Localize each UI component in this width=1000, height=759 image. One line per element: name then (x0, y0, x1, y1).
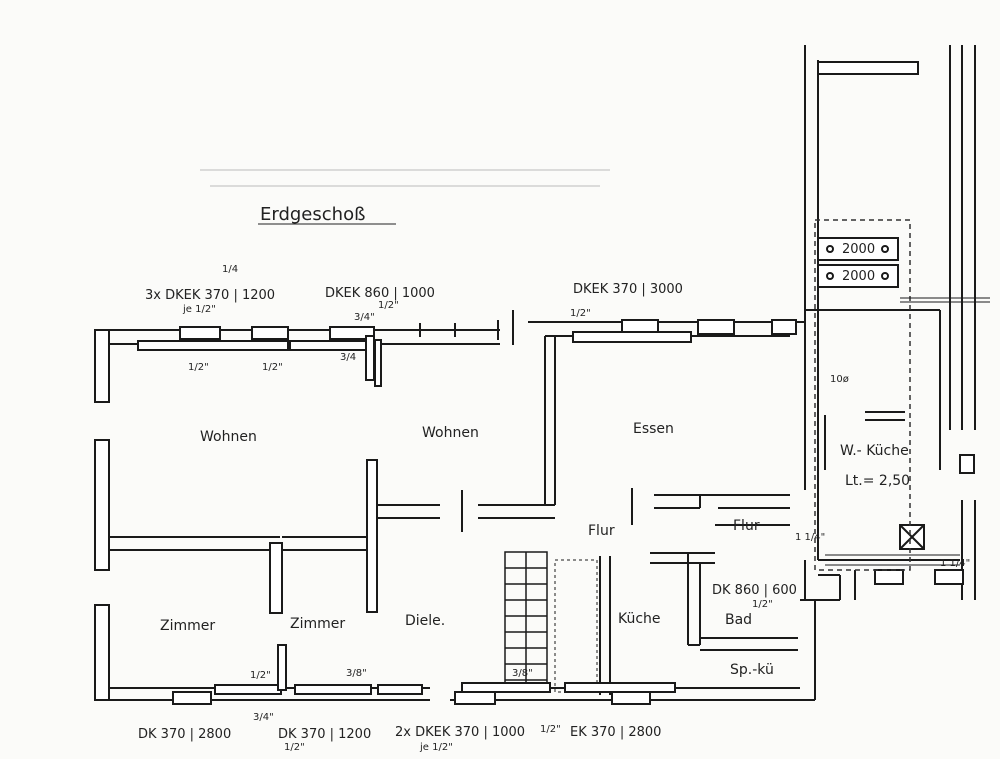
room-label-essen: Essen (633, 421, 674, 437)
radiator-label-bottom-4: EK 370 | 2800 (570, 725, 661, 740)
kitchen-zone-outline (814, 219, 911, 571)
scan-noise (200, 169, 610, 187)
note-je-a: je 1/2" (182, 304, 216, 315)
wall-south (95, 644, 815, 705)
radiator-label-top-left: 3x DKEK 370 | 1200 (145, 288, 275, 303)
room-label-w-kueche: W.- Küche (840, 443, 909, 459)
note-threeq-2: 3/4 (340, 352, 356, 363)
radiator-label-bottom-2: DK 370 | 1200 (278, 727, 371, 742)
note-threeq-4: 1 1/4" (795, 532, 825, 543)
note-je-b: je 1/2" (419, 742, 453, 753)
note-three8-1: 3/8" (346, 668, 367, 679)
wall-west (94, 329, 110, 701)
tank-label-b: 2000 (842, 269, 875, 284)
radiator-label-bottom-1: DK 370 | 2800 (138, 727, 231, 742)
radiators-north (137, 335, 382, 387)
note-top-mark: 1/4 (222, 264, 238, 275)
wall-east-block (800, 45, 976, 700)
radiator-label-bottom-3: 2x DKEK 370 | 1000 (395, 725, 525, 740)
radiator-label-top-right: DKEK 370 | 3000 (573, 282, 683, 297)
ceiling-height-label: Lt.= 2,50 (845, 473, 910, 489)
pipes (825, 297, 990, 566)
note-half-7: 1/2" (540, 724, 561, 735)
note-threeq-3: 3/4" (253, 712, 274, 723)
room-label-kueche: Küche (618, 611, 661, 627)
radiator-label-bad: DK 860 | 600 (712, 583, 797, 598)
note-half-5: 1/2" (250, 670, 271, 681)
note-half-1: 1/2" (188, 362, 209, 373)
tanks (817, 237, 899, 288)
interior-walls (109, 336, 798, 695)
room-label-zimmer-2: Zimmer (290, 616, 345, 632)
wall-north-essen (512, 310, 805, 345)
note-half-3: 1/2" (378, 300, 399, 311)
room-label-diele: Diele. (405, 613, 445, 629)
radiator-label-top-mid: DKEK 860 | 1000 (325, 286, 435, 301)
room-label-bad: Bad (725, 612, 752, 628)
note-boiler-mark: 10ø (830, 374, 849, 385)
room-label-speisekammer: Sp.-kü (730, 662, 774, 678)
note-half-8: 1/2" (752, 599, 773, 610)
tank-label-a: 2000 (842, 242, 875, 257)
note-half-4: 1/2" (570, 308, 591, 319)
note-threeq-5: 1 1/4" (940, 558, 970, 569)
room-label-wohnen-1: Wohnen (200, 429, 257, 445)
floor-title: Erdgeschoß (260, 204, 365, 225)
note-three8-2: 3/8" (512, 668, 533, 679)
note-half-6: 1/2" (284, 742, 305, 753)
room-label-wohnen-2: Wohnen (422, 425, 479, 441)
room-label-flur-1: Flur (588, 523, 615, 539)
room-label-zimmer-1: Zimmer (160, 618, 215, 634)
room-label-flur-2: Flur (733, 518, 760, 534)
note-half-2: 1/2" (262, 362, 283, 373)
note-threeq-1: 3/4" (354, 312, 375, 323)
